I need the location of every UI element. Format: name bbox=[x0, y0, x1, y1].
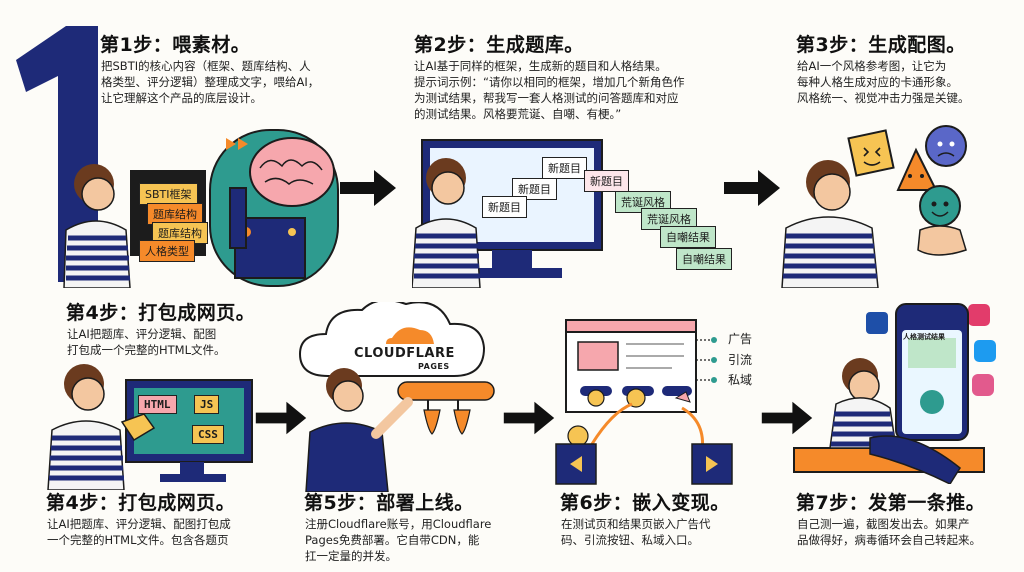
cloudflare-logo-text: CLOUDFLARE bbox=[354, 346, 455, 361]
step2-title: 第2步：生成题库。 bbox=[414, 34, 584, 56]
step6-illustration bbox=[555, 319, 733, 485]
instagram-icon bbox=[972, 374, 994, 396]
step1-card-framework: SBTI框架 bbox=[139, 183, 198, 205]
step4a-title: 第4步：打包成网页。 bbox=[66, 302, 256, 324]
step2-card-q4: 新题目 bbox=[482, 196, 527, 218]
step5-illustration bbox=[298, 302, 495, 492]
step7-description: 自己测一遍，截图发出去。如果产品做得好，病毒循环会自己转起来。 bbox=[797, 517, 981, 547]
step7-title: 第7步：发第一条推。 bbox=[796, 492, 986, 514]
arrow-right-icon bbox=[724, 170, 780, 206]
step6-title: 第6步：嵌入变现。 bbox=[560, 492, 730, 514]
step2-card-self-1: 自嘲结果 bbox=[660, 226, 716, 248]
step1-card-types: 人格类型 bbox=[139, 240, 195, 262]
step4-tag-css: CSS bbox=[192, 425, 224, 444]
cloudflare-logo-icon bbox=[386, 327, 434, 344]
step7-illustration bbox=[793, 303, 996, 484]
step3-title: 第3步：生成配图。 bbox=[796, 34, 966, 56]
step4-tag-js: JS bbox=[194, 395, 220, 414]
step3-description: 给AI一个风格参考图，让它为每种人格生成对应的卡通形象。风格统一、视觉冲击力强是… bbox=[797, 59, 970, 105]
tiktok-icon bbox=[968, 304, 990, 326]
step4b-description: 让AI把题库、评分逻辑、配图打包成一个完整的HTML文件。包含各题页 bbox=[47, 517, 231, 547]
arrow-right-icon bbox=[503, 401, 555, 435]
step4-tag-html: HTML bbox=[138, 395, 177, 414]
twitter-icon bbox=[974, 340, 996, 362]
arrow-right-icon bbox=[255, 401, 307, 435]
cloudflare-pages-text: PAGES bbox=[418, 362, 450, 371]
step6-label-traffic: 引流 bbox=[728, 353, 753, 367]
arrow-right-icon bbox=[340, 170, 396, 206]
step4b-title: 第4步：打包成网页。 bbox=[46, 492, 236, 514]
step2-card-absurd-2: 荒诞风格 bbox=[641, 208, 697, 230]
big-numeral-one bbox=[16, 26, 98, 282]
step3-illustration bbox=[781, 125, 967, 288]
step6-label-ads: 广告 bbox=[728, 332, 753, 346]
step1-card-bank-2: 题库结构 bbox=[152, 222, 208, 244]
facebook-icon bbox=[866, 312, 888, 334]
step2-description: 让AI基于同样的框架，生成新的题目和人格结果。提示词示例：“请你以相同的框架，增… bbox=[414, 59, 685, 121]
step4-illustration bbox=[47, 364, 253, 490]
step1-title: 第1步：喂素材。 bbox=[100, 34, 251, 56]
step2-card-self-2: 自嘲结果 bbox=[676, 248, 732, 270]
phone-screen-title: 人格测试结果 bbox=[903, 333, 945, 341]
step1-description: 把SBTI的核心内容（框架、题库结构、人格类型、评分逻辑）整理成文字，喂给AI，… bbox=[101, 59, 320, 105]
step5-title: 第5步：部署上线。 bbox=[304, 492, 474, 514]
share-icon bbox=[920, 390, 944, 414]
step1-card-bank: 题库结构 bbox=[147, 203, 203, 225]
step2-card-q1: 新题目 bbox=[542, 157, 587, 179]
step6-description: 在测试页和结果页嵌入广告代码、引流按钮、私域入口。 bbox=[561, 517, 711, 547]
step2-card-q3: 新题目 bbox=[512, 178, 557, 200]
brain-icon bbox=[249, 137, 335, 207]
arrow-right-icon bbox=[761, 401, 813, 435]
step2-card-q2: 新题目 bbox=[584, 170, 629, 192]
step4a-description: 让AI把题库、评分逻辑、配图打包成一个完整的HTML文件。 bbox=[67, 327, 226, 357]
step6-label-private: 私域 bbox=[728, 373, 753, 387]
